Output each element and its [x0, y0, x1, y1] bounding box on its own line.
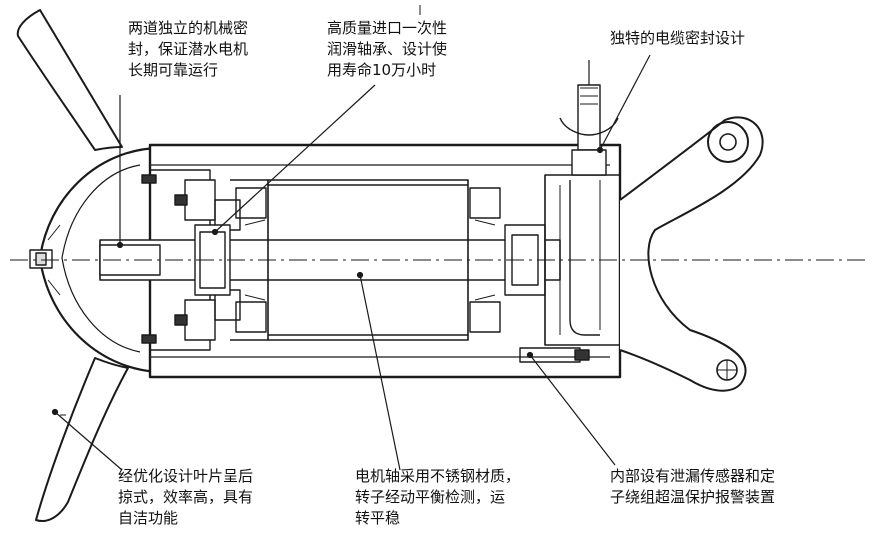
annotation-bearings-line-2: 润滑轴承、设计使 [327, 40, 448, 58]
cable-gland [559, 60, 619, 176]
annotation-seals-line-1: 两道独立的机械密 [128, 19, 249, 37]
annotation-sensors: 内部设有泄漏传感器和定 子绕组超温保护报警装置 [610, 466, 775, 508]
annotation-seals-line-3: 长期可靠运行 [128, 61, 219, 79]
leader-lines [51, 54, 651, 471]
annotation-impeller-line-1: 经优化设计叶片呈后 [118, 467, 254, 485]
leader-sensors [529, 354, 616, 466]
annotation-sensors-line-1: 内部设有泄漏传感器和定 [610, 467, 776, 485]
annotation-bearings-line-1: 高质量进口一次性 [327, 19, 448, 37]
hub-cone [29, 146, 159, 374]
lifting-eye [707, 121, 749, 163]
annotation-bearings-line-3: 用寿命10万小时 [327, 61, 437, 79]
leader-impeller [54, 411, 123, 471]
annotation-sensors-line-2: 子绕组超温保护报警装置 [610, 488, 776, 506]
annotation-bearings: 高质量进口一次性 润滑轴承、设计使 用寿命10万小时 [327, 18, 447, 81]
annotation-impeller-line-2: 掠式，效率高，具有 [118, 488, 254, 506]
annotation-impeller: 经优化设计叶片呈后 掠式，效率高，具有 自洁功能 [118, 466, 253, 529]
leader-cable-seal [599, 54, 651, 151]
leader-shaft [359, 274, 401, 471]
annotation-cable-seal-line-1: 独特的电缆密封设计 [610, 29, 746, 47]
impeller-blades [16, 9, 129, 522]
annotation-shaft: 电机轴采用不锈钢材质， 转子经动平衡检测，运 转平稳 [355, 466, 520, 529]
leader-bearings [214, 84, 376, 233]
annotation-seals: 两道独立的机械密 封，保证潜水电机 长期可靠运行 [128, 18, 248, 81]
lifting-bracket [619, 116, 764, 392]
upper-blade [16, 9, 123, 151]
lower-blade [35, 357, 129, 522]
annotation-shaft-line-1: 电机轴采用不锈钢材质， [355, 467, 521, 485]
annotation-shaft-line-3: 转平稳 [355, 509, 401, 527]
annotation-seals-line-2: 封，保证潜水电机 [128, 40, 249, 58]
annotation-shaft-line-2: 转子经动平衡检测，运 [355, 488, 506, 506]
annotation-impeller-line-3: 自洁功能 [118, 509, 179, 527]
annotation-cable-seal: 独特的电缆密封设计 [610, 28, 745, 49]
